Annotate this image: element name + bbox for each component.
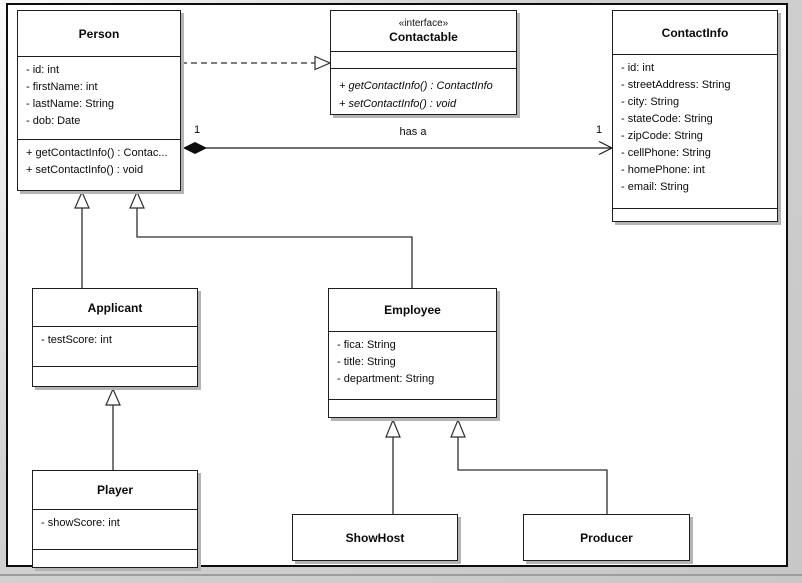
class-player[interactable]: Player - showScore: int <box>32 470 198 568</box>
attribute-line: - fica: String <box>337 339 396 351</box>
attribute-line: - stateCode: String <box>621 113 713 125</box>
class-showhost-title: ShowHost <box>293 515 457 560</box>
attribute-line: - dob: Date <box>26 115 81 127</box>
class-person[interactable]: Person - id: int - firstName: int - last… <box>17 10 181 191</box>
class-contactable-methods: + getContactInfo() : ContactInfo + setCo… <box>331 68 516 114</box>
class-player-methods <box>33 549 197 567</box>
class-player-attributes: - showScore: int <box>33 509 197 549</box>
class-contactable[interactable]: «interface» Contactable + getContactInfo… <box>330 10 517 115</box>
class-applicant-title: Applicant <box>33 289 197 326</box>
attribute-line: - department: String <box>337 373 435 385</box>
hollow-triangle-arrowhead-icon <box>314 55 332 71</box>
attribute-line: - showScore: int <box>41 517 120 529</box>
class-contactinfo[interactable]: ContactInfo - id: int - streetAddress: S… <box>612 10 778 222</box>
class-employee-methods <box>329 399 496 417</box>
generalization-line <box>136 208 413 288</box>
class-employee-attributes: - fica: String - title: String - departm… <box>329 331 496 399</box>
hollow-triangle-arrowhead-icon <box>385 418 401 438</box>
class-producer[interactable]: Producer <box>523 514 690 561</box>
attribute-line: - title: String <box>337 356 396 368</box>
class-name: Applicant <box>87 300 143 315</box>
edge-producer-employee-generalization[interactable] <box>450 418 608 514</box>
edge-showhost-employee-generalization[interactable] <box>385 418 401 514</box>
class-contactable-attributes <box>331 51 516 68</box>
class-name: Contactable <box>389 30 458 44</box>
hollow-triangle-arrowhead-icon <box>450 418 466 438</box>
class-applicant-attributes: - testScore: int <box>33 326 197 366</box>
hollow-triangle-arrowhead-icon <box>105 387 121 406</box>
hollow-triangle-arrowhead-icon <box>129 190 145 209</box>
class-showhost[interactable]: ShowHost <box>292 514 458 561</box>
class-name: Player <box>96 483 134 497</box>
attribute-line: - homePhone: int <box>621 164 705 176</box>
class-contactable-title: «interface» Contactable <box>331 11 516 51</box>
edge-person-contactinfo-composition[interactable] <box>182 140 614 156</box>
attribute-line: - zipCode: String <box>621 130 703 142</box>
class-name: Producer <box>580 530 633 545</box>
attribute-line: - streetAddress: String <box>621 79 731 91</box>
method-line: + getContactInfo() : ContactInfo <box>339 80 493 92</box>
hollow-triangle-arrowhead-icon <box>74 190 90 209</box>
attribute-line: - testScore: int <box>41 334 112 346</box>
class-applicant[interactable]: Applicant - testScore: int <box>32 288 198 387</box>
class-contactinfo-title: ContactInfo <box>613 11 777 54</box>
class-applicant-methods <box>33 366 197 386</box>
edge-person-contactable-realization[interactable] <box>181 55 332 71</box>
multiplicity-contactinfo-end: 1 <box>596 124 603 136</box>
class-contactinfo-methods <box>613 208 777 221</box>
multiplicity-person-end: 1 <box>194 124 201 136</box>
class-player-title: Player <box>33 471 197 509</box>
class-name: Employee <box>384 303 441 317</box>
attribute-line: - id: int <box>26 64 60 76</box>
filled-diamond-icon <box>182 141 208 155</box>
edge-player-applicant-generalization[interactable] <box>105 387 121 470</box>
class-name: Person <box>78 26 120 41</box>
edge-applicant-person-generalization[interactable] <box>74 190 90 288</box>
method-line: + setContactInfo() : void <box>339 98 457 110</box>
class-employee-title: Employee <box>329 289 496 331</box>
method-line: + setContactInfo() : void <box>26 164 144 176</box>
interface-stereotype: «interface» <box>398 18 449 29</box>
class-person-attributes: - id: int - firstName: int - lastName: S… <box>18 56 180 139</box>
class-contactinfo-attributes: - id: int - streetAddress: String - city… <box>613 54 777 208</box>
association-label-has-a: has a <box>399 126 427 138</box>
class-name: ShowHost <box>345 530 405 545</box>
method-line: + getContactInfo() : Contac... <box>26 147 168 159</box>
class-name: ContactInfo <box>661 25 729 40</box>
attribute-line: - id: int <box>621 62 655 74</box>
class-person-title: Person <box>18 11 180 56</box>
edge-employee-person-generalization[interactable] <box>129 190 413 288</box>
generalization-line <box>457 437 608 514</box>
class-person-methods: + getContactInfo() : Contac... + setCont… <box>18 139 180 190</box>
window-bottom-edge <box>0 574 802 576</box>
attribute-line: - lastName: String <box>26 98 115 110</box>
class-employee[interactable]: Employee - fica: String - title: String … <box>328 288 497 418</box>
attribute-line: - email: String <box>621 181 689 193</box>
attribute-line: - cellPhone: String <box>621 147 711 159</box>
attribute-line: - city: String <box>621 96 680 108</box>
class-producer-title: Producer <box>524 515 689 560</box>
attribute-line: - firstName: int <box>26 81 98 93</box>
